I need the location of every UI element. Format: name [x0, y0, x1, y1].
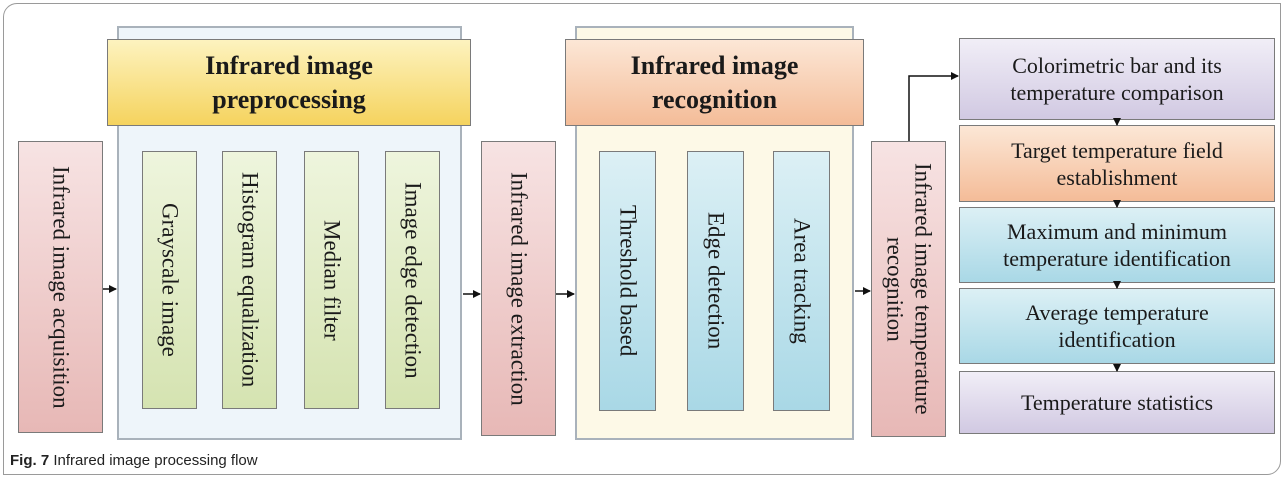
extraction-box: Infrared image extraction	[481, 141, 556, 436]
caption-label: Fig. 7	[10, 452, 50, 469]
extraction-label: Infrared image extraction	[506, 171, 532, 406]
recognition-step-edge: Edge detection	[687, 151, 744, 411]
acquisition-box: Infrared image acquisition	[18, 141, 103, 433]
output-field: Target temperature field establishment	[959, 125, 1275, 202]
recognition-step-label: Edge detection	[703, 212, 729, 350]
figure-caption: Fig. 7 Infrared image processing flow	[10, 452, 258, 469]
preprocess-step-label: Image edge detection	[400, 181, 426, 379]
preprocessing-header: Infrared image preprocessing	[107, 39, 471, 126]
recognition-header: Infrared image recognition	[565, 39, 864, 126]
recognition-step-label: Threshold based	[615, 205, 641, 357]
output-label: Maximum and minimum temperature identifi…	[1003, 219, 1231, 271]
temperature-recognition-box: Infrared image temperature recognition	[871, 141, 946, 437]
output-colorimetric: Colorimetric bar and its temperature com…	[959, 38, 1275, 120]
preprocess-step-label: Median filter	[319, 219, 345, 341]
acquisition-label: Infrared image acquisition	[48, 165, 74, 409]
preprocessing-title: Infrared image preprocessing	[205, 50, 373, 114]
output-average: Average temperature identification	[959, 288, 1275, 364]
output-label: Colorimetric bar and its temperature com…	[1010, 53, 1224, 105]
recognition-step-threshold: Threshold based	[599, 151, 656, 411]
caption-text: Infrared image processing flow	[53, 452, 258, 469]
preprocess-step-edge: Image edge detection	[385, 151, 440, 409]
temperature-recognition-label: Infrared image temperature recognition	[882, 163, 936, 415]
output-statistics: Temperature statistics	[959, 371, 1275, 434]
output-label: Average temperature identification	[1025, 300, 1209, 352]
output-label: Temperature statistics	[1020, 390, 1214, 415]
arrow-temperature-to-outputs	[908, 72, 959, 141]
preprocess-step-histogram: Histogram equalization	[222, 151, 277, 409]
recognition-title: Infrared image recognition	[630, 50, 799, 114]
preprocess-step-grayscale: Grayscale image	[142, 151, 197, 409]
recognition-step-label: Area tracking	[789, 218, 815, 344]
preprocess-step-label: Histogram equalization	[237, 172, 263, 388]
figure-frame	[3, 3, 1281, 475]
output-label: Target temperature field establishment	[1011, 137, 1223, 190]
preprocess-step-median: Median filter	[304, 151, 359, 409]
recognition-step-area: Area tracking	[773, 151, 830, 411]
preprocess-step-label: Grayscale image	[157, 203, 183, 357]
